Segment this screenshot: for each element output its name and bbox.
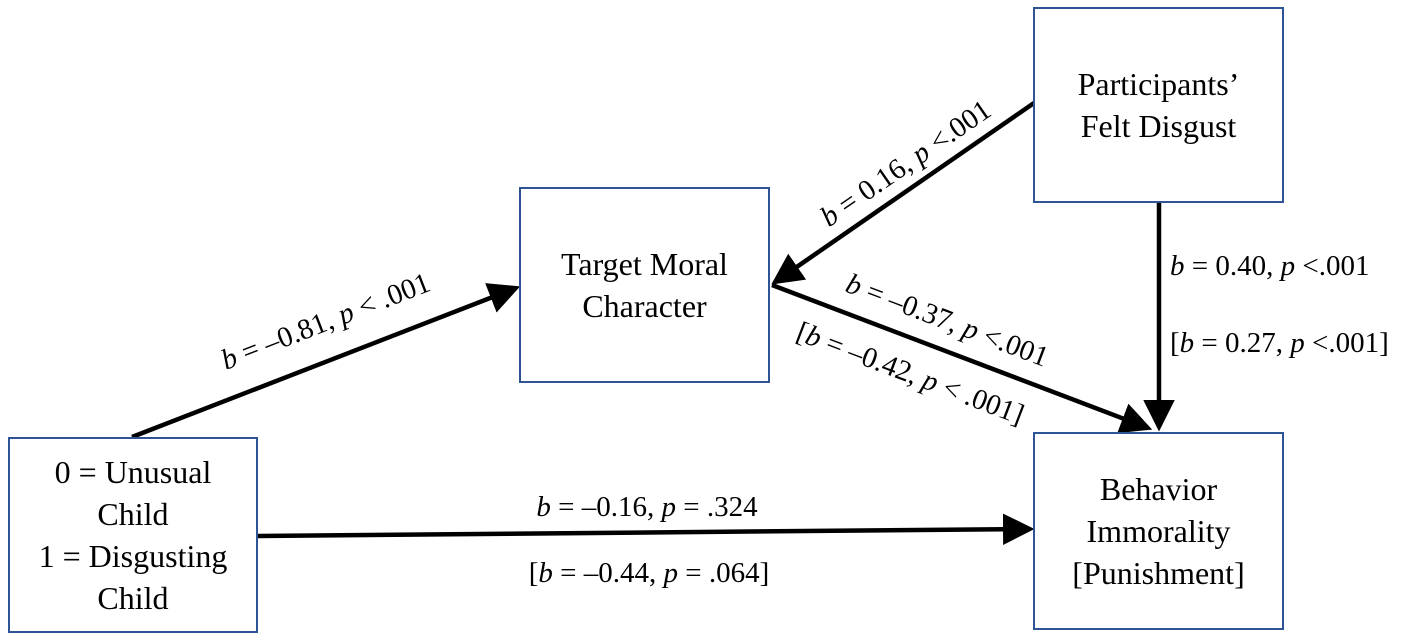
node-moral-character: Target Moral Character xyxy=(519,187,770,383)
edge-label-disgust-to-moral: b = 0.16, p <.001 xyxy=(815,94,997,234)
coefficient-symbol: b xyxy=(1180,327,1195,359)
edge-label-disgust-to-immorality: b = 0.40, p <.001 xyxy=(1170,250,1369,282)
label-text: = –0.16, xyxy=(551,491,662,523)
node-disgust: Participants’ Felt Disgust xyxy=(1033,7,1284,203)
label-text: [ xyxy=(529,557,539,589)
label-text: = –0.37, xyxy=(855,273,970,342)
node-immorality: Behavior Immorality [Punishment] xyxy=(1033,432,1284,630)
node-immorality-label: Behavior Immorality [Punishment] xyxy=(1072,471,1245,591)
arrow-moral-character-to-immorality xyxy=(771,282,1153,434)
label-text: <.001 xyxy=(918,94,997,163)
label-text: [ xyxy=(1170,327,1180,359)
label-text: = .324 xyxy=(676,491,758,523)
edge-label-condition-to-immorality: b = –0.16, p = .324 xyxy=(536,491,758,523)
coefficient-symbol: b xyxy=(1170,250,1185,282)
label-text: = –0.44, xyxy=(553,557,664,589)
edge-label-disgust-to-immorality-bracketed: [b = 0.27, p <.001] xyxy=(1170,327,1389,359)
node-condition-label: 0 = Unusual Child 1 = Disgusting Child xyxy=(38,454,228,616)
coefficient-symbol: p xyxy=(660,491,677,523)
node-condition: 0 = Unusual Child 1 = Disgusting Child xyxy=(8,437,258,633)
label-text: <.001] xyxy=(1305,327,1389,359)
node-disgust-label: Participants’ Felt Disgust xyxy=(1077,66,1240,144)
arrow-condition-to-moral-character xyxy=(131,283,521,440)
coefficient-symbol: p xyxy=(662,557,679,589)
coefficient-symbol: b xyxy=(538,557,553,589)
node-moral-character-label: Target Moral Character xyxy=(561,246,728,324)
label-text: = –0.42, xyxy=(815,325,930,394)
edge-label-condition-to-immorality-bracketed: [b = –0.44, p = .064] xyxy=(529,557,770,589)
arrow-condition-to-immorality xyxy=(257,513,1035,545)
coefficient-symbol: p xyxy=(1279,250,1296,282)
arrow-disgust-to-moral-character xyxy=(771,101,1036,285)
label-text: = 0.40, xyxy=(1185,250,1281,282)
label-text: = .064] xyxy=(678,557,769,589)
label-text: = 0.27, xyxy=(1194,327,1290,359)
label-text: < .001 xyxy=(347,267,435,326)
coefficient-symbol: b xyxy=(536,491,551,523)
label-text: <.001 xyxy=(1295,250,1369,282)
coefficient-symbol: p xyxy=(1288,327,1305,359)
